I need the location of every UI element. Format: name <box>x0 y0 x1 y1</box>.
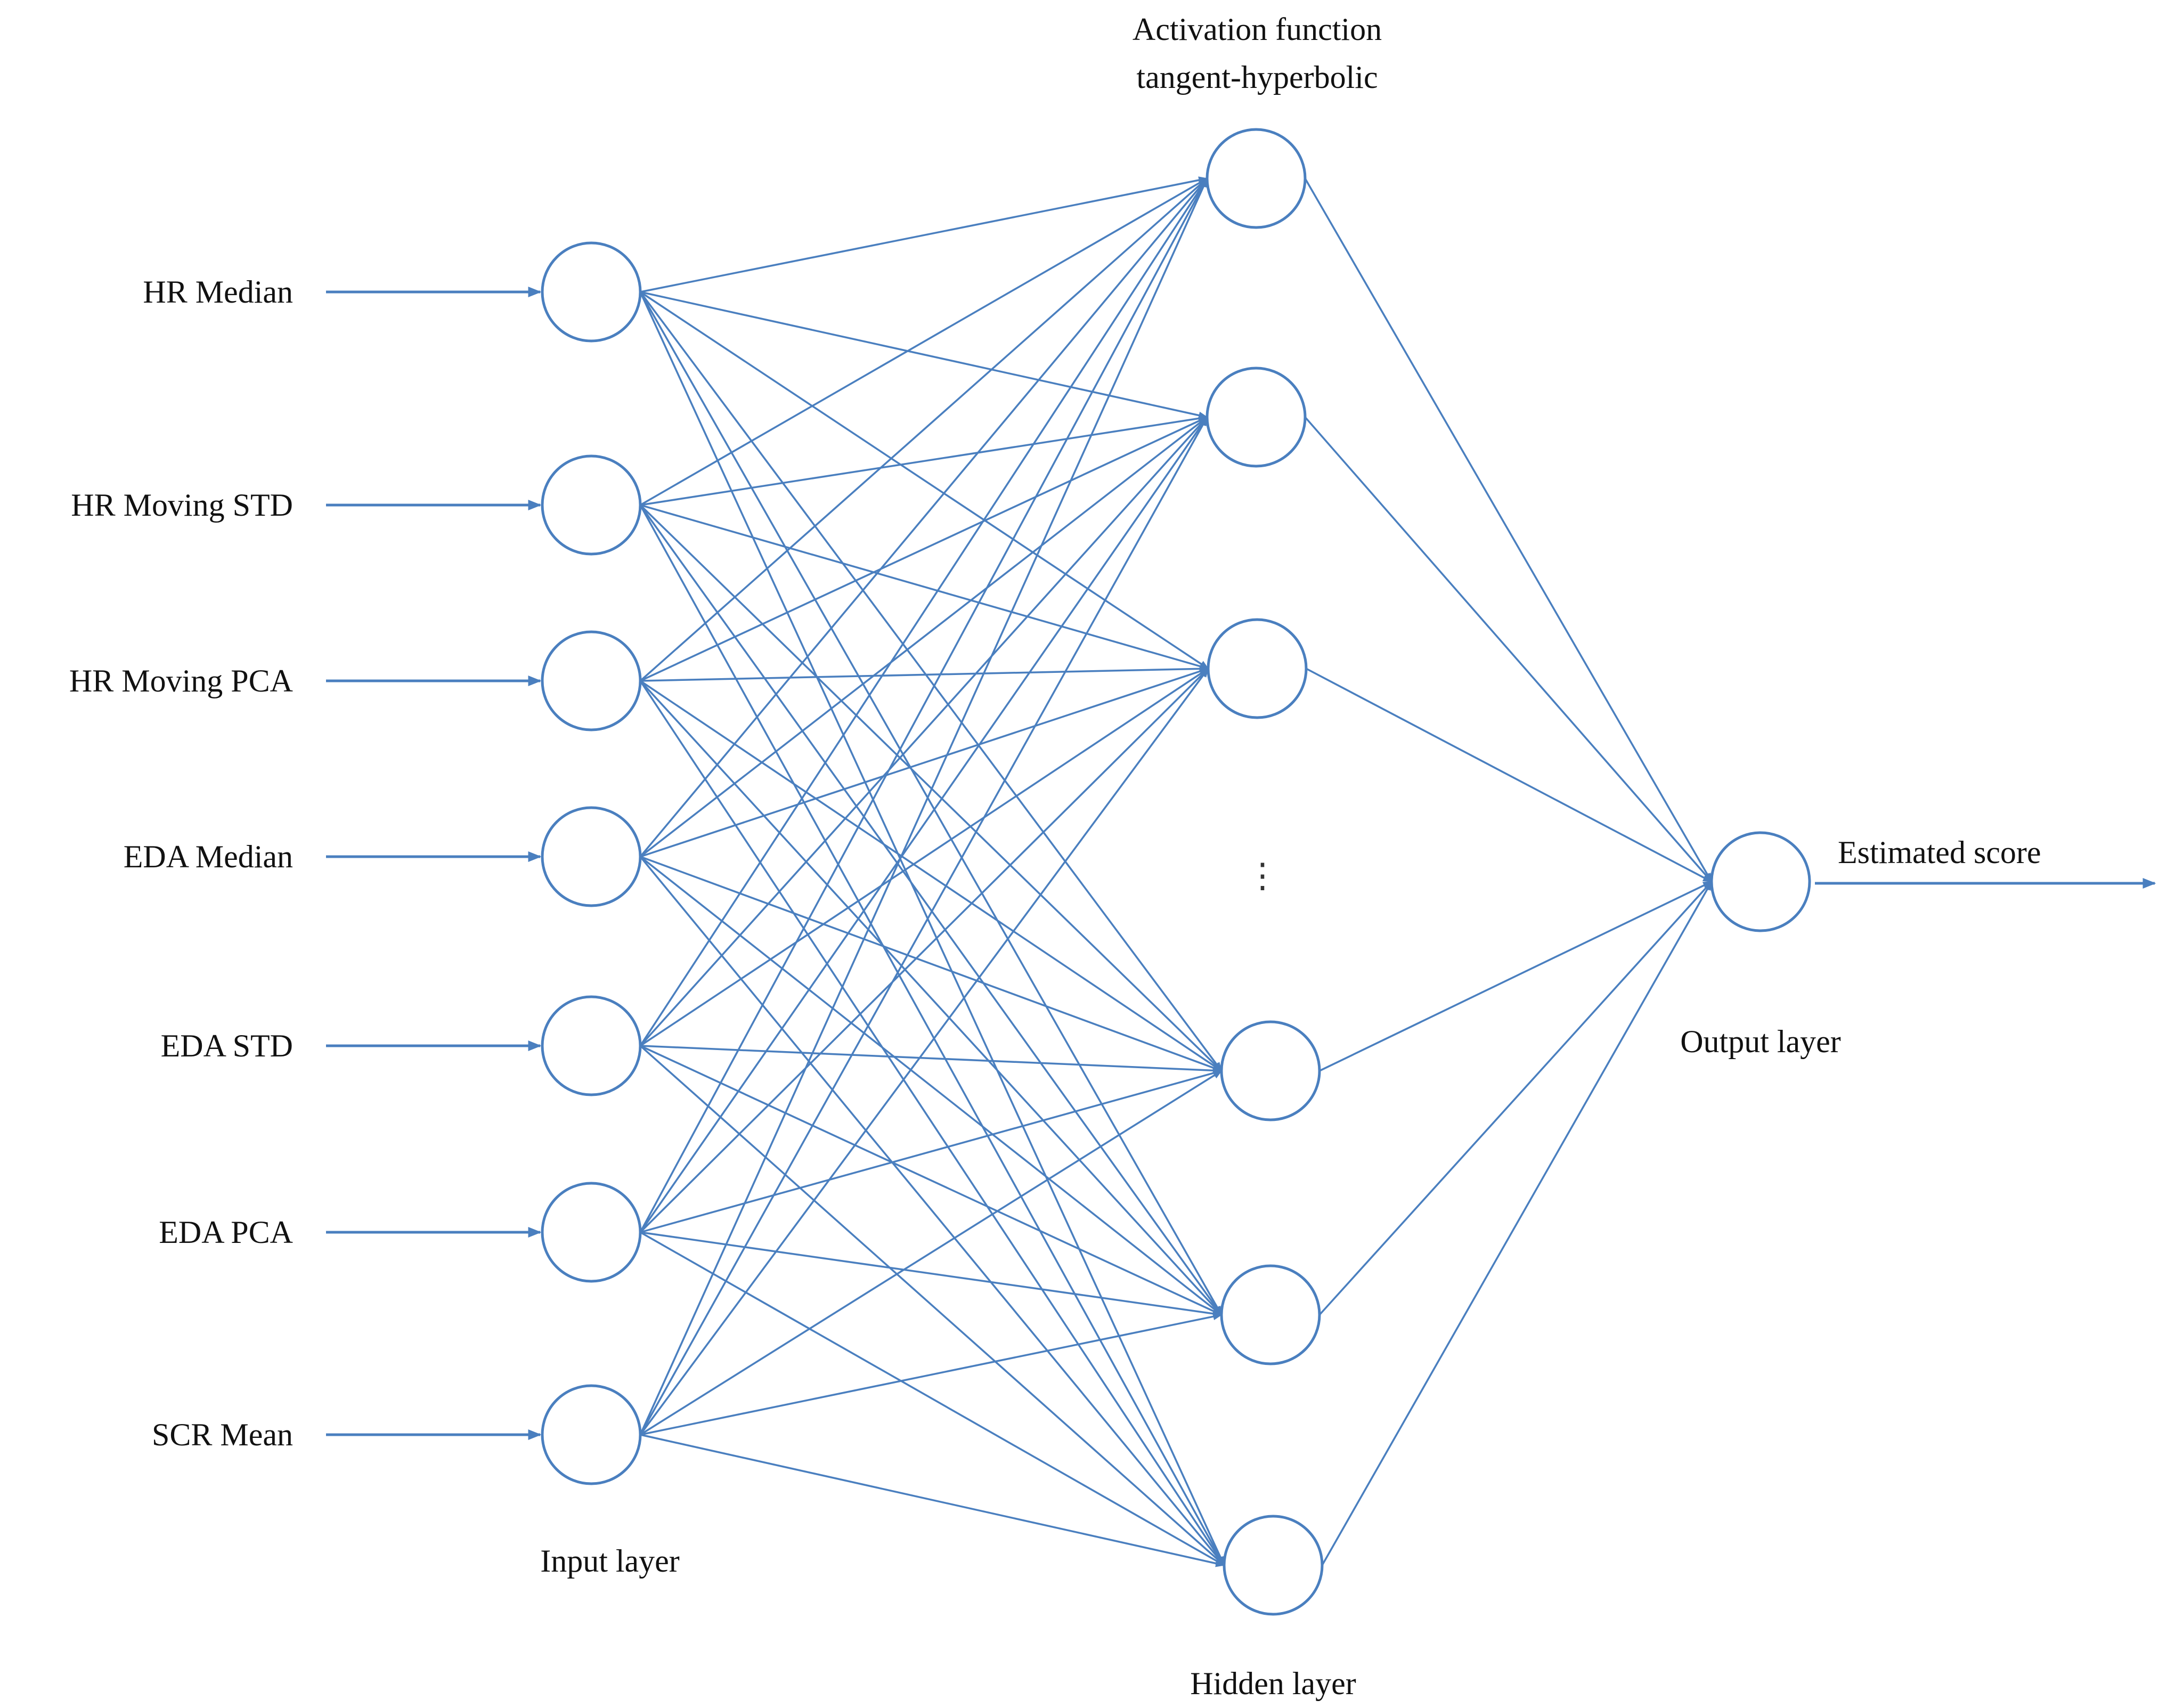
edge-hidden-3-to-output <box>1306 668 1713 883</box>
input-node-4 <box>541 806 642 907</box>
edge-input-7-to-hidden-5 <box>640 1313 1223 1436</box>
edge-input-4-to-hidden-6 <box>639 856 1225 1566</box>
edge-input-4-to-hidden-1 <box>639 177 1208 858</box>
edge-hidden-5-to-output <box>1318 881 1713 1316</box>
output-layer-label: Output layer <box>1680 1024 1841 1059</box>
hidden-layer-label: Hidden layer <box>1190 1666 1356 1701</box>
hidden-node-5 <box>1220 1264 1321 1365</box>
input-node-7 <box>541 1384 642 1485</box>
edge-input-5-to-hidden-3 <box>640 668 1209 1047</box>
edge-input-5-to-hidden-5 <box>640 1045 1223 1316</box>
edge-input-4-to-hidden-4 <box>640 856 1223 1072</box>
edge-hidden-6-to-output <box>1321 881 1713 1566</box>
edge-input-7-to-hidden-4 <box>640 1070 1223 1436</box>
edge-input-7-to-hidden-6 <box>640 1434 1225 1567</box>
edge-hidden-4-to-output <box>1319 881 1713 1072</box>
edge-input-1-to-hidden-3 <box>640 291 1209 670</box>
edge-input-6-to-hidden-4 <box>640 1069 1223 1233</box>
edge-hidden-1-to-output <box>1304 178 1713 883</box>
edge-input-3-to-hidden-2 <box>640 416 1208 682</box>
input-feature-label: HR Moving STD <box>71 487 293 523</box>
hidden-node-3 <box>1207 618 1308 719</box>
connections-group <box>639 176 1713 1567</box>
edge-input-4-to-hidden-2 <box>639 416 1208 858</box>
edge-input-1-to-hidden-6 <box>639 291 1225 1566</box>
hidden-node-2 <box>1205 367 1307 468</box>
edge-input-5-to-hidden-6 <box>639 1045 1225 1566</box>
edge-input-5-to-hidden-1 <box>639 177 1208 1046</box>
input-feature-label: HR Moving PCA <box>69 663 293 698</box>
hidden-node-6 <box>1223 1515 1324 1616</box>
edge-input-4-to-hidden-5 <box>639 856 1223 1316</box>
input-feature-label: SCR Mean <box>152 1417 293 1452</box>
edge-input-5-to-hidden-2 <box>639 416 1208 1047</box>
edge-input-2-to-hidden-4 <box>639 504 1223 1072</box>
hidden-layer-nodes <box>1205 128 1324 1616</box>
hidden-node-4 <box>1220 1020 1321 1121</box>
edge-input-3-to-hidden-5 <box>639 680 1223 1316</box>
output-layer-nodes <box>1710 831 1811 932</box>
input-node-5 <box>541 995 642 1096</box>
edge-input-2-to-hidden-3 <box>640 504 1209 670</box>
input-layer-label: Input layer <box>540 1543 680 1579</box>
edge-input-6-to-hidden-3 <box>639 668 1209 1233</box>
edge-input-3-to-hidden-1 <box>639 177 1208 682</box>
edge-input-2-to-hidden-5 <box>639 504 1223 1316</box>
edge-input-7-to-hidden-3 <box>639 668 1209 1436</box>
edge-input-1-to-hidden-2 <box>640 291 1208 419</box>
edge-input-2-to-hidden-6 <box>639 505 1225 1566</box>
edge-input-6-to-hidden-1 <box>639 177 1208 1233</box>
edge-input-5-to-hidden-4 <box>640 1045 1223 1075</box>
edge-input-1-to-hidden-5 <box>639 291 1223 1316</box>
edge-input-1-to-hidden-1 <box>640 176 1208 293</box>
input-layer-nodes <box>541 241 642 1485</box>
hidden-ellipsis: ⋮ <box>1245 857 1280 894</box>
edge-input-1-to-hidden-4 <box>639 291 1223 1072</box>
input-feature-label: EDA STD <box>161 1028 293 1063</box>
output-node <box>1710 831 1811 932</box>
edge-input-7-to-hidden-2 <box>639 416 1208 1435</box>
input-feature-label: EDA PCA <box>159 1215 293 1250</box>
edge-input-4-to-hidden-3 <box>640 668 1209 858</box>
input-node-2 <box>541 454 642 556</box>
edge-input-3-to-hidden-6 <box>639 680 1225 1566</box>
edge-input-3-to-hidden-4 <box>640 680 1223 1072</box>
input-arrows-group <box>326 287 542 1440</box>
estimated-score-label: Estimated score <box>1838 835 2041 870</box>
edge-input-6-to-hidden-5 <box>640 1231 1223 1317</box>
input-feature-label: EDA Median <box>124 839 293 874</box>
input-node-3 <box>541 630 642 731</box>
activation-label-line1: Activation function <box>1133 12 1382 47</box>
edge-hidden-2-to-output <box>1304 416 1713 883</box>
input-node-1 <box>541 241 642 343</box>
edge-input-2-to-hidden-2 <box>640 414 1208 506</box>
edge-input-7-to-hidden-1 <box>639 177 1208 1435</box>
input-feature-labels: HR Median HR Moving STD HR Moving PCA EDA M… <box>69 274 293 1452</box>
edge-input-2-to-hidden-1 <box>640 177 1208 506</box>
input-node-6 <box>541 1182 642 1283</box>
activation-label-line2: tangent-hyperbolic <box>1136 60 1378 95</box>
edge-input-6-to-hidden-6 <box>640 1231 1225 1566</box>
hidden-node-1 <box>1205 128 1307 229</box>
input-feature-label: HR Median <box>143 274 293 310</box>
edge-input-6-to-hidden-2 <box>639 416 1208 1233</box>
edge-input-3-to-hidden-3 <box>640 665 1209 682</box>
